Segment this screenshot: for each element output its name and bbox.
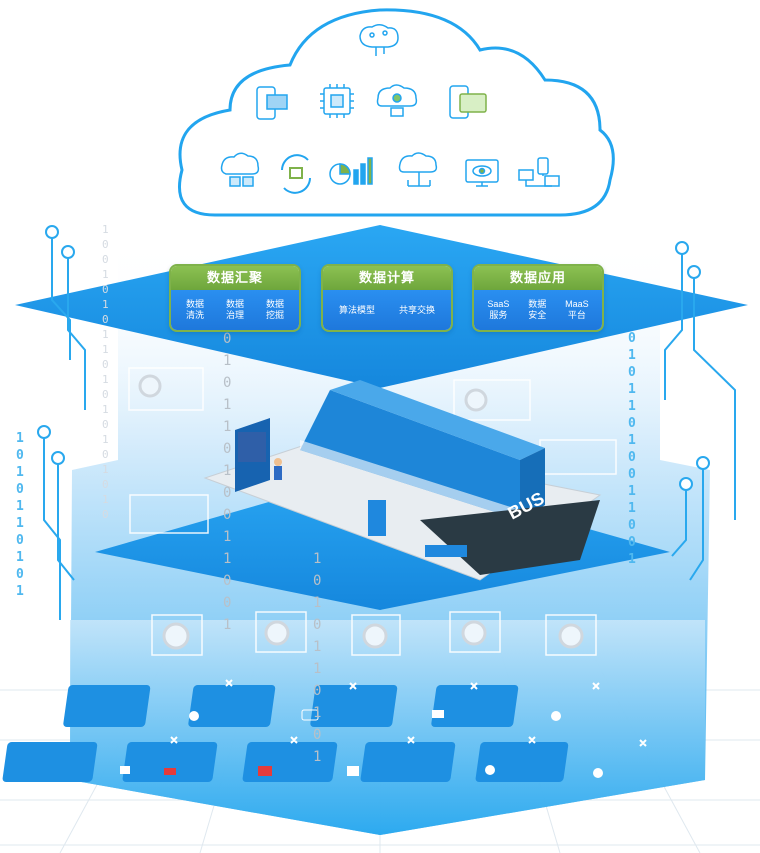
card-item: 数据 挖掘 bbox=[265, 299, 284, 320]
card-data-aggregation: 数据汇聚 数据 清洗 数据 治理 数据 挖掘 bbox=[169, 264, 301, 332]
card-title: 数据应用 bbox=[474, 266, 602, 290]
cloud-network-icon bbox=[398, 152, 438, 187]
card-item: 数据 清洗 bbox=[185, 299, 204, 320]
bus-station-scene bbox=[203, 380, 602, 581]
card-item: 共享交换 bbox=[398, 304, 435, 315]
binary-column-far-left: 1 0 1 0 1 1 0 1 0 1 bbox=[16, 431, 24, 599]
card-item: SaaS 服务 bbox=[487, 299, 510, 320]
cloud-shape bbox=[177, 8, 615, 217]
card-item: MaaS 平台 bbox=[565, 299, 589, 320]
binary-column-center: 1 0 1 0 1 1 0 1 0 1 bbox=[313, 551, 322, 765]
analytics-chart-icon bbox=[329, 157, 373, 185]
card-title: 数据计算 bbox=[323, 266, 451, 290]
tile-connectors bbox=[170, 679, 647, 747]
device-network-icon bbox=[518, 157, 560, 187]
card-item: 数据 治理 bbox=[225, 299, 244, 320]
payment-tiles bbox=[2, 685, 569, 782]
card-item: 数据 安全 bbox=[528, 299, 547, 320]
tile-marks bbox=[120, 709, 603, 778]
card-data-application: 数据应用 SaaS 服务 数据 安全 MaaS 平台 bbox=[472, 264, 604, 332]
brain-icon bbox=[359, 24, 399, 56]
card-title: 数据汇聚 bbox=[171, 266, 299, 290]
binary-column-left: 1 0 0 1 0 1 0 1 1 0 1 0 1 0 1 0 1 0 1 0 bbox=[102, 223, 109, 521]
mobile-screen-icon bbox=[256, 86, 288, 120]
cloud-puzzle-icon bbox=[220, 152, 260, 187]
circuit-lines-right bbox=[664, 241, 736, 581]
card-data-computing: 数据计算 算法模型 共享交换 bbox=[321, 264, 453, 332]
circuit-lines-left bbox=[37, 225, 86, 620]
cloud-robot-icon bbox=[376, 84, 418, 117]
monitor-eye-icon bbox=[465, 159, 499, 187]
sync-icon bbox=[281, 154, 311, 194]
card-icon bbox=[449, 85, 487, 119]
binary-column-right: 0 1 0 1 1 0 1 0 0 1 1 0 0 1 bbox=[628, 331, 636, 567]
sensor-rings bbox=[138, 374, 584, 650]
card-item: 算法模型 bbox=[338, 304, 375, 315]
binary-column-center-left: 0 1 0 1 1 0 1 0 0 1 1 0 0 1 bbox=[223, 331, 232, 633]
sensor-frames bbox=[128, 367, 617, 656]
chip-icon bbox=[320, 84, 354, 118]
